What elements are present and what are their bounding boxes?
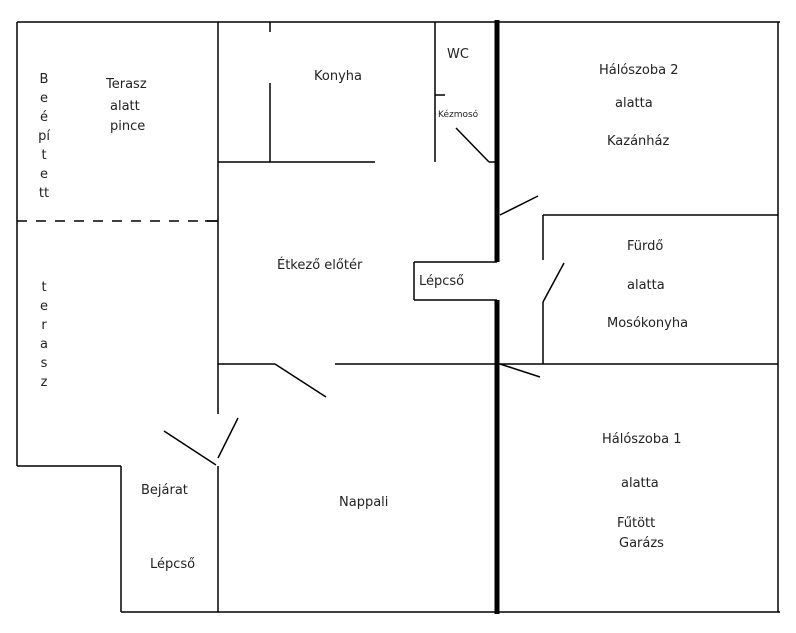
label-etkezo: Étkező előtér — [277, 258, 363, 273]
label-terasz: Terasz — [106, 77, 147, 92]
label-haloszoba2: Hálószoba 2 — [599, 63, 679, 78]
door-bath — [542, 262, 565, 303]
label-futott: Fűtött — [617, 516, 656, 531]
label-haloszoba1: Hálószoba 1 — [602, 432, 682, 447]
door-wc — [455, 127, 490, 163]
label-konyha: Konyha — [314, 69, 362, 84]
door-entry-1 — [163, 430, 217, 466]
label-nappali: Nappali — [339, 495, 389, 510]
label-furdo: Fürdő — [627, 239, 664, 254]
label-kezmoso: Kézmosó — [438, 110, 479, 120]
label-wc: WC — [447, 47, 469, 62]
label-alatt: alatt — [110, 99, 140, 114]
label-mosokonyha: Mosókonyha — [607, 316, 689, 331]
label-bejarat: Bejárat — [141, 483, 188, 498]
label-haloszoba1-alatta: alatta — [621, 476, 659, 491]
label-furdo-alatta: alatta — [627, 278, 665, 293]
label-garazs: Garázs — [619, 536, 664, 551]
label-haloszoba2-alatta: alatta — [615, 96, 653, 111]
label-terasz-vertical: terasz — [40, 280, 48, 390]
label-lepcso-inner: Lépcső — [419, 274, 465, 289]
label-lepcso-entry: Lépcső — [150, 557, 196, 572]
door-bedroom1 — [499, 363, 541, 378]
door-entry-2 — [217, 417, 239, 459]
label-pince: pince — [110, 119, 146, 134]
label-beepitett: Beépített — [38, 72, 50, 201]
label-kazanhaz: Kazánház — [607, 134, 670, 149]
door-living — [274, 363, 327, 398]
door-bedroom2 — [499, 195, 539, 216]
